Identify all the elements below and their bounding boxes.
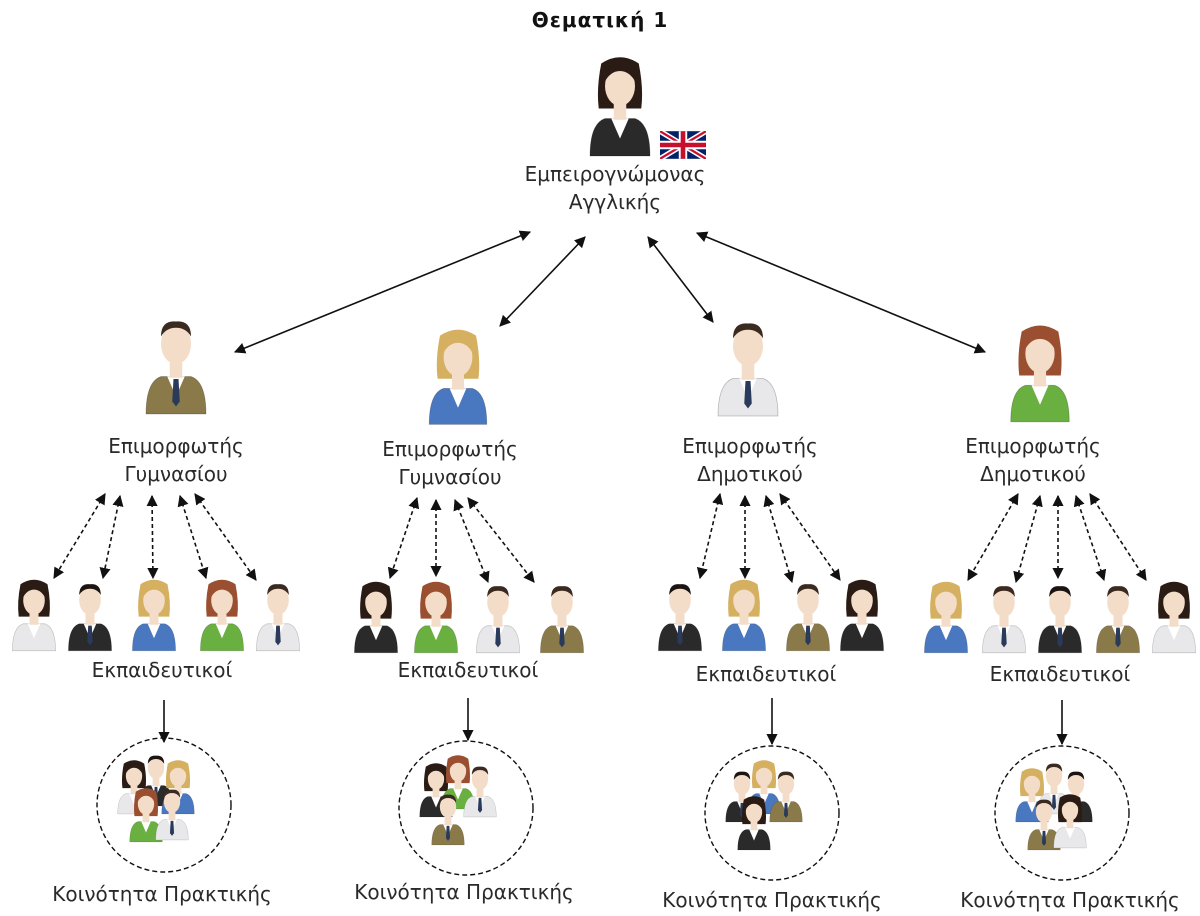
teacher-3-3-avatar	[786, 584, 830, 652]
teacher-4-5-avatar	[1152, 581, 1196, 654]
community-4-member-4-avatar	[1027, 799, 1061, 851]
trainer-2-teacher-3-arrow	[453, 498, 490, 584]
community-3-circle	[704, 745, 840, 881]
trainer-1-teacher-3-arrow	[146, 494, 159, 580]
community-1-member-5-avatar	[155, 789, 189, 841]
trainer-2-teacher-1-arrow	[387, 496, 420, 580]
trainer-3-label-line1: Επιμορφωτής	[682, 434, 818, 458]
expert-trainer-4-arrow	[695, 231, 987, 354]
teacher-2-4-avatar	[540, 586, 584, 654]
expert-trainer-2-arrow	[499, 236, 586, 327]
community-3-label: Κοινότητα Πρακτικής	[662, 888, 882, 912]
community-4-circle	[994, 745, 1130, 881]
teacher-4-1-avatar	[924, 581, 968, 654]
community-3-member-4-avatar	[737, 796, 771, 851]
trainer-1-label-line2: Γυμνασίου	[124, 462, 228, 486]
community-4-member-5-avatar	[1053, 794, 1087, 849]
trainer-3-avatar	[717, 323, 779, 417]
teacher-2-2-avatar	[414, 581, 458, 654]
teacher-1-2-avatar	[68, 584, 112, 652]
trainer-4-teacher-1-arrow	[967, 493, 1019, 581]
community-1-member-4-avatar	[129, 788, 163, 843]
trainer-1-label-line1: Επιμορφωτής	[108, 434, 244, 458]
expert-label-line1: Εμπειρογνώμονας	[524, 162, 706, 186]
trainer-3-teacher-3-arrow	[763, 494, 795, 584]
teacher-4-2-avatar	[982, 586, 1026, 654]
teacher-2-1-avatar	[354, 581, 398, 654]
trainer-4-label-line2: Δημοτικού	[980, 462, 1086, 486]
teacher-3-1-avatar	[658, 584, 702, 652]
trainer-1-teacher-2-arrow	[99, 494, 124, 580]
teacher-4-3-avatar	[1038, 586, 1082, 654]
teacher-2-3-avatar	[476, 586, 520, 654]
teacher-1-1-avatar	[12, 579, 56, 652]
community-2-circle	[398, 740, 534, 876]
trainer-1-avatar	[145, 321, 207, 415]
expert-label-line2: Αγγλικής	[568, 190, 662, 214]
trainer-3-teacher-4-arrow	[779, 493, 841, 581]
trainer-1-teacher-4-arrow	[177, 494, 209, 580]
community-2-group	[398, 740, 534, 876]
trainer-3-label-line2: Δημοτικού	[697, 462, 803, 486]
teachers-2-label: Εκπαιδευτικοί	[397, 658, 539, 682]
community-2-member-3-avatar	[463, 766, 497, 818]
trainer-4-avatar	[1010, 325, 1070, 423]
teachers-3-label: Εκπαιδευτικοί	[695, 662, 837, 686]
teacher-4-4-avatar	[1096, 586, 1140, 654]
teachers-1-label: Εκπαιδευτικοί	[91, 658, 233, 682]
teacher-3-2-avatar	[722, 579, 766, 652]
community-1-group	[96, 737, 232, 873]
trainer-1-teacher-5-arrow	[194, 493, 257, 581]
teacher-1-5-avatar	[256, 584, 300, 652]
trainer-4-teacher-2-arrow	[1013, 494, 1043, 584]
expert-trainer-1-arrow	[233, 230, 532, 354]
diagram-title: Θεματική 1	[531, 8, 669, 32]
teacher-1-3-avatar	[132, 579, 176, 652]
trainer-4-label-line1: Επιμορφωτής	[965, 434, 1101, 458]
community-4-label: Κοινότητα Πρακτικής	[960, 888, 1180, 912]
community-1-circle	[96, 737, 232, 873]
trainer-2-label-line1: Επιμορφωτής	[382, 437, 518, 461]
trainer-2-teacher-4-arrow	[467, 497, 535, 583]
trainer-4-teacher-5-arrow	[1089, 493, 1147, 581]
teacher-3-4-avatar	[840, 579, 884, 652]
community-3-member-3-avatar	[769, 771, 803, 823]
trainer-3-teacher-1-arrow	[696, 492, 724, 580]
trainer-2-label-line2: Γυμνασίου	[398, 465, 502, 489]
teachers-4-label: Εκπαιδευτικοί	[989, 662, 1131, 686]
community-3-group	[704, 745, 840, 881]
uk-flag-icon	[660, 131, 706, 159]
expert-avatar	[589, 57, 651, 157]
community-2-label: Κοινότητα Πρακτικής	[354, 880, 574, 904]
expert-trainer-3-arrow	[647, 236, 714, 323]
community-1-label: Κοινότητα Πρακτικής	[52, 882, 272, 906]
trainer-1-teacher-1-arrow	[53, 493, 106, 579]
community-4-group	[994, 745, 1130, 881]
trainer-2-avatar	[428, 329, 488, 425]
community-2-member-4-avatar	[431, 794, 465, 846]
teacher-1-4-avatar	[200, 579, 244, 652]
